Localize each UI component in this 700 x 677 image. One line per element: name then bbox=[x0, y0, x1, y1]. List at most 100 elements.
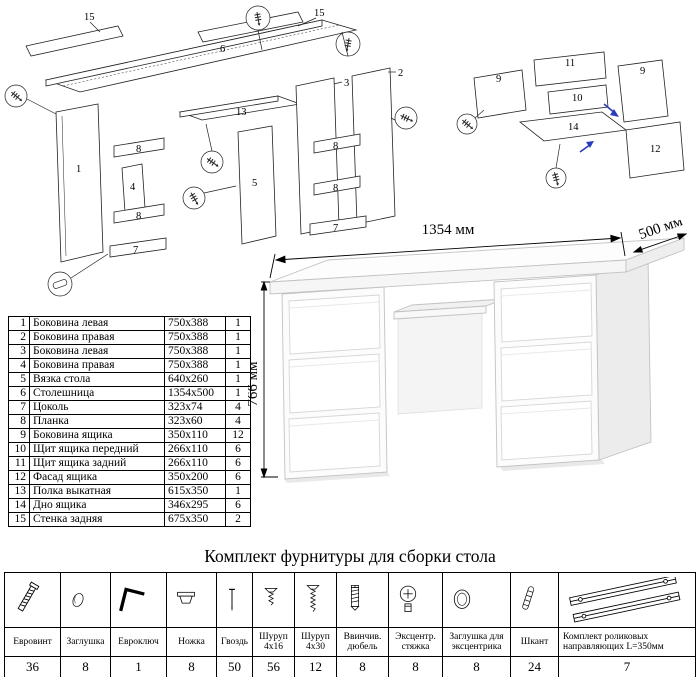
part-number-label: 2 bbox=[398, 68, 403, 79]
hardware-item-label: Заглушка bbox=[60, 627, 111, 657]
part-size: 323x74 bbox=[164, 400, 226, 415]
hardware-item-qty: 1 bbox=[110, 656, 167, 677]
plinth bbox=[309, 215, 367, 236]
dimension-annotations: 1354 мм 500 мм 766 мм bbox=[248, 220, 688, 479]
part-num: 3 bbox=[8, 344, 30, 359]
hardware-item-qty: 56 bbox=[252, 656, 295, 677]
side-panel-right bbox=[351, 67, 396, 225]
drawer-front bbox=[500, 400, 593, 461]
drawer-rail bbox=[113, 137, 165, 158]
cam-lock-icon bbox=[399, 585, 417, 612]
part-number-label: 9 bbox=[496, 74, 501, 85]
part-size: 346x295 bbox=[164, 498, 226, 513]
drawer-front bbox=[288, 412, 381, 473]
part-size: 675x350 bbox=[164, 512, 226, 527]
desk-back-inner bbox=[397, 312, 483, 415]
part-num: 8 bbox=[8, 414, 30, 429]
part-number-labels: 15 6 15 2 3 5 13 1 8 4 8 7 8 8 7 bbox=[76, 8, 403, 256]
part-number-label: 8 bbox=[136, 144, 141, 155]
part-size: 750x388 bbox=[164, 330, 226, 345]
part-qty: 12 bbox=[225, 428, 251, 443]
hardware-item-label: Шуруп 4x30 bbox=[294, 627, 337, 657]
part-qty: 1 bbox=[225, 372, 251, 387]
part-name: Столешница bbox=[29, 386, 165, 401]
hardware-item-label: Комплект роликовых направляющих L=350мм bbox=[558, 627, 696, 657]
hardware-item-label: Ножка bbox=[166, 627, 217, 657]
part-name: Планка bbox=[29, 414, 165, 429]
desktop-panel bbox=[44, 19, 358, 93]
hardware-icon-cell bbox=[60, 572, 111, 628]
part-name: Вязка стола bbox=[29, 372, 165, 387]
part-number-label: 15 bbox=[84, 12, 95, 23]
screw-short-icon bbox=[264, 588, 278, 606]
part-name: Боковина левая bbox=[29, 344, 165, 359]
part-number-label: 13 bbox=[236, 107, 247, 118]
part-qty: 1 bbox=[225, 344, 251, 359]
drawer-front bbox=[288, 294, 381, 355]
part-qty: 1 bbox=[225, 386, 251, 401]
part-number-label: 9 bbox=[640, 66, 645, 77]
part-size: 350x110 bbox=[164, 428, 226, 443]
desktop-right-edge bbox=[625, 237, 685, 273]
desk-body bbox=[269, 237, 685, 483]
part-name: Полка выкатная bbox=[29, 484, 165, 499]
plinth bbox=[109, 237, 167, 258]
part-number-label: 6 bbox=[220, 44, 225, 55]
part-size: 750x388 bbox=[164, 358, 226, 373]
hardware-item-qty: 7 bbox=[558, 656, 696, 677]
part-size: 615x350 bbox=[164, 484, 226, 499]
hardware-item-label: Шуруп 4x16 bbox=[252, 627, 295, 657]
part-num: 9 bbox=[8, 428, 30, 443]
part-number-label: 14 bbox=[568, 122, 579, 133]
hardware-item-label: Евровинт bbox=[4, 627, 61, 657]
part-number-label: 7 bbox=[133, 245, 138, 256]
hardware-item-label: Эксцентр. стяжка bbox=[388, 627, 443, 657]
wood-dowel-icon bbox=[522, 586, 535, 610]
hardware-icon-cell bbox=[294, 572, 337, 628]
hardware-item-label: Гвоздь bbox=[216, 627, 253, 657]
drawer-facade-panel bbox=[625, 121, 685, 179]
part-size: 266x110 bbox=[164, 456, 226, 471]
hardware-icon-cell bbox=[510, 572, 559, 628]
hardware-item-qty: 12 bbox=[294, 656, 337, 677]
cap-icon bbox=[72, 593, 84, 607]
part-name: Щит ящика задний bbox=[29, 456, 165, 471]
part-qty: 1 bbox=[225, 484, 251, 499]
euro-screw-icon bbox=[17, 581, 40, 612]
part-number-labels: 11 9 9 10 14 12 bbox=[496, 58, 661, 155]
part-qty: 6 bbox=[225, 456, 251, 471]
hardware-kit-title: Комплект фурнитуры для сборки стола bbox=[204, 546, 496, 566]
hardware-item-qty: 8 bbox=[442, 656, 511, 677]
hardware-icon-cell bbox=[442, 572, 511, 628]
part-number-label: 1 bbox=[76, 164, 81, 175]
part-num: 13 bbox=[8, 484, 30, 499]
drawer-parts bbox=[473, 51, 685, 179]
hardware-item-qty: 50 bbox=[216, 656, 253, 677]
side-panel-left bbox=[55, 103, 104, 263]
hardware-item-qty: 8 bbox=[166, 656, 217, 677]
drawer-front bbox=[288, 353, 381, 414]
hardware-icon-cell bbox=[558, 572, 696, 628]
part-num: 10 bbox=[8, 442, 30, 457]
hardware-item-qty: 36 bbox=[4, 656, 61, 677]
part-num: 1 bbox=[8, 316, 30, 331]
assembly-direction-arrows bbox=[579, 103, 619, 153]
hardware-callouts bbox=[456, 109, 567, 189]
part-size: 750x388 bbox=[164, 316, 226, 331]
part-number-label: 8 bbox=[333, 141, 338, 152]
part-qty: 4 bbox=[225, 400, 251, 415]
part-num: 5 bbox=[8, 372, 30, 387]
foot-icon bbox=[177, 591, 195, 604]
hardware-callouts bbox=[4, 5, 418, 297]
height-dimension-label: 766 мм bbox=[248, 361, 261, 407]
